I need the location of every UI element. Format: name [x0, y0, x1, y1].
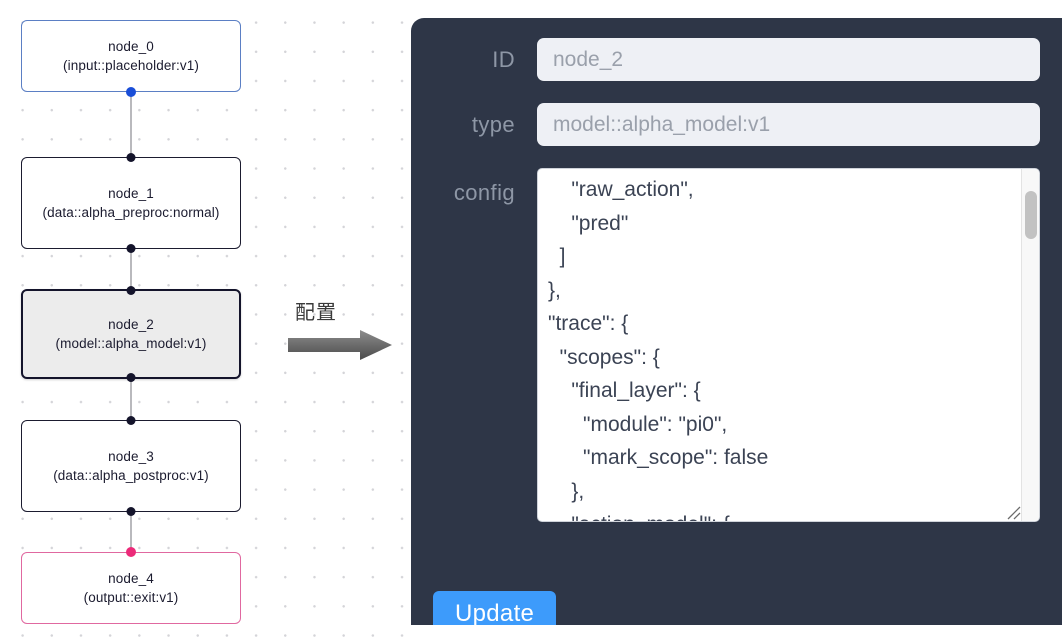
graph-node-node_4[interactable]: node_4 (output::exit:v1): [21, 547, 241, 624]
id-field-label: ID: [492, 46, 515, 72]
node-handle-target[interactable]: [126, 547, 136, 557]
node-handle-target[interactable]: [126, 416, 136, 425]
edge-node2-node3: [130, 377, 132, 421]
edge-node3-node4: [130, 510, 132, 552]
node-handle-source[interactable]: [126, 507, 136, 516]
node-handle-target[interactable]: [126, 153, 136, 162]
right-arrow-icon: [288, 330, 394, 365]
id-input[interactable]: [537, 38, 1040, 81]
graph-node-id: node_0: [108, 39, 154, 54]
annotation-group: 配置: [283, 296, 399, 364]
graph-node-type: (model::alpha_model:v1): [55, 336, 207, 351]
type-input[interactable]: [537, 103, 1040, 146]
graph-node-node_2[interactable]: node_2 (model::alpha_model:v1): [21, 286, 241, 382]
graph-node-node_1[interactable]: node_1 (data::alpha_preproc:normal): [21, 153, 241, 253]
graph-node-id: node_2: [108, 317, 154, 332]
graph-node-id: node_4: [108, 571, 154, 586]
config-textarea-scrollbar[interactable]: [1021, 169, 1039, 521]
graph-node-node_0[interactable]: node_0 (input::placeholder:v1): [21, 20, 241, 97]
scrollbar-thumb[interactable]: [1025, 191, 1037, 239]
resize-grip-icon[interactable]: [1004, 503, 1021, 520]
node-handle-source[interactable]: [126, 87, 136, 97]
graph-canvas[interactable]: node_0 (input::placeholder:v1) node_1 (d…: [0, 0, 420, 643]
graph-node-type: (data::alpha_postproc:v1): [53, 468, 209, 483]
graph-node-type: (data::alpha_preproc:normal): [42, 205, 220, 220]
graph-node-type: (output::exit:v1): [83, 590, 179, 605]
config-textarea-content[interactable]: "raw_action", "pred" ] }, "trace": { "sc…: [548, 178, 769, 521]
type-field-label: type: [471, 111, 515, 137]
field-row-type: type: [433, 103, 1040, 146]
node-handle-source[interactable]: [126, 373, 136, 382]
config-field-label: config: [453, 180, 515, 205]
field-row-config: config "raw_action", "pred" ] }, "trace"…: [433, 168, 1040, 522]
config-panel: ID type config "raw_action", "pred" ] },…: [411, 18, 1062, 625]
config-textarea[interactable]: "raw_action", "pred" ] }, "trace": { "sc…: [537, 168, 1040, 522]
graph-node-id: node_3: [108, 449, 154, 464]
update-button[interactable]: Update: [433, 591, 557, 625]
node-handle-target[interactable]: [126, 286, 136, 295]
graph-node-type: (input::placeholder:v1): [63, 58, 199, 73]
graph-node-node_3[interactable]: node_3 (data::alpha_postproc:v1): [21, 416, 241, 516]
edge-node1-node2: [130, 248, 132, 290]
field-row-id: ID: [433, 38, 1040, 81]
node-handle-source[interactable]: [126, 244, 136, 253]
edge-node0-node1: [130, 90, 132, 158]
annotation-label: 配置: [295, 300, 337, 324]
graph-node-id: node_1: [108, 186, 154, 201]
